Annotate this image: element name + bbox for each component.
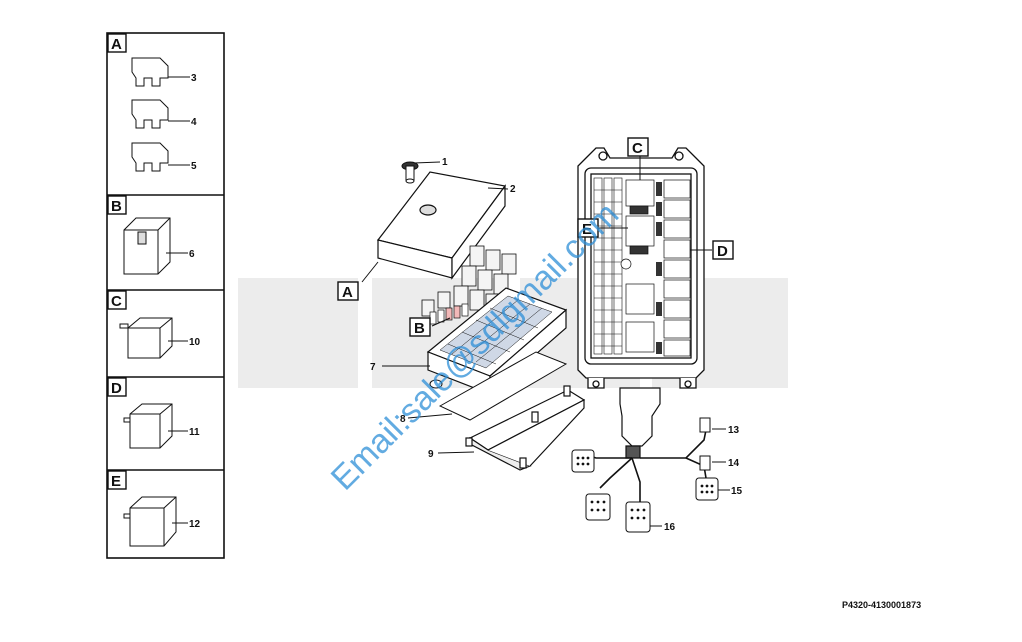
tag-c: C	[632, 140, 643, 157]
fuse-icon	[131, 57, 169, 172]
wire-harness	[619, 387, 661, 459]
callout-2: 2	[510, 184, 516, 195]
callout-6: 6	[189, 249, 195, 260]
gasket	[438, 351, 568, 421]
bottom-plate	[465, 385, 586, 471]
legend-panel-d: D 11	[107, 377, 200, 449]
legend-column	[106, 32, 225, 559]
callout-4: 4	[191, 117, 197, 128]
relay-icon	[123, 403, 173, 449]
legend-panel-b: B 6	[107, 195, 195, 275]
relay-icon	[123, 496, 177, 547]
legend-panel-e: E 12	[107, 470, 201, 547]
panel-letter-b: B	[111, 198, 122, 215]
callout-16: 16	[664, 522, 676, 533]
reference-code: P4320-4130001873	[842, 600, 922, 610]
callout-12: 12	[189, 519, 201, 530]
panel-letter-c: C	[111, 293, 122, 310]
tag-e: E	[582, 221, 592, 238]
layout-side-tabs	[656, 182, 662, 354]
connector-pins	[576, 456, 714, 520]
callout-7: 7	[370, 362, 376, 373]
callout-3: 3	[191, 73, 197, 84]
layout-relay-block	[620, 179, 655, 353]
callout-15: 15	[731, 486, 743, 497]
callout-11: 11	[189, 427, 200, 438]
tag-b: B	[414, 320, 425, 337]
callout-9: 9	[428, 449, 434, 460]
callout-13: 13	[728, 425, 740, 436]
relay-stack	[421, 245, 517, 317]
fuse-box-cover	[376, 171, 507, 280]
panel-letter-a: A	[111, 36, 122, 53]
panel-letter-d: D	[111, 380, 122, 397]
legend-panel-c: C 10	[107, 290, 201, 359]
callout-14: 14	[728, 458, 740, 469]
callout-10: 10	[189, 337, 201, 348]
fuse-holder-icon	[123, 217, 171, 275]
callout-8: 8	[400, 414, 406, 425]
tag-d: D	[717, 243, 728, 260]
fuse-row	[429, 303, 469, 325]
tag-a: A	[342, 284, 353, 301]
callout-5: 5	[191, 161, 197, 172]
panel-letter-e: E	[111, 473, 121, 490]
callout-1: 1	[442, 157, 448, 168]
relay-icon	[119, 317, 173, 359]
legend-panel-a: A 3 4 5	[107, 33, 197, 172]
layout-relay-column	[663, 179, 691, 357]
cover-knob	[401, 161, 419, 184]
